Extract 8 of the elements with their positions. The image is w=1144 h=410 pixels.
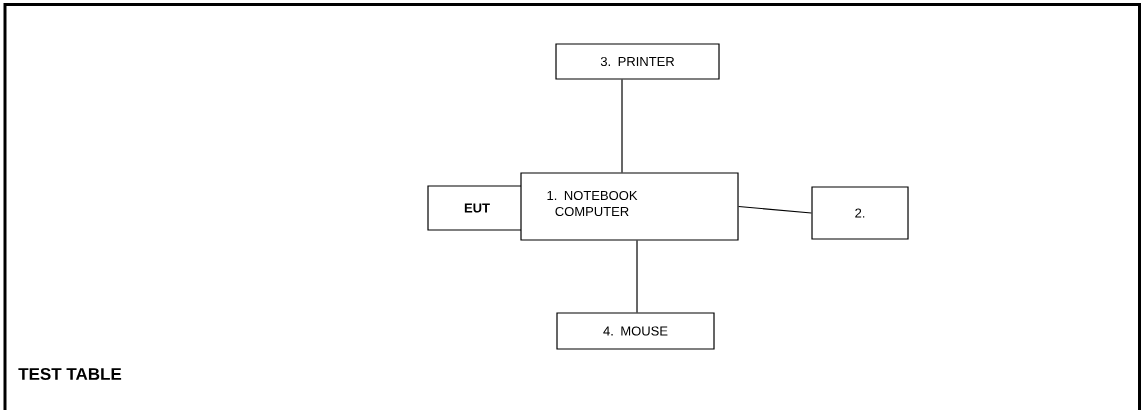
device-box: 3. PRINTER [555, 43, 720, 80]
connector-line [621, 79, 623, 173]
connector-line [738, 205, 812, 214]
device-box: EUT [427, 185, 527, 231]
device-box: 4. MOUSE [556, 312, 715, 350]
device-box: 2. [811, 186, 909, 240]
connector-line [636, 240, 638, 313]
table-label: TEST TABLE [18, 368, 122, 380]
